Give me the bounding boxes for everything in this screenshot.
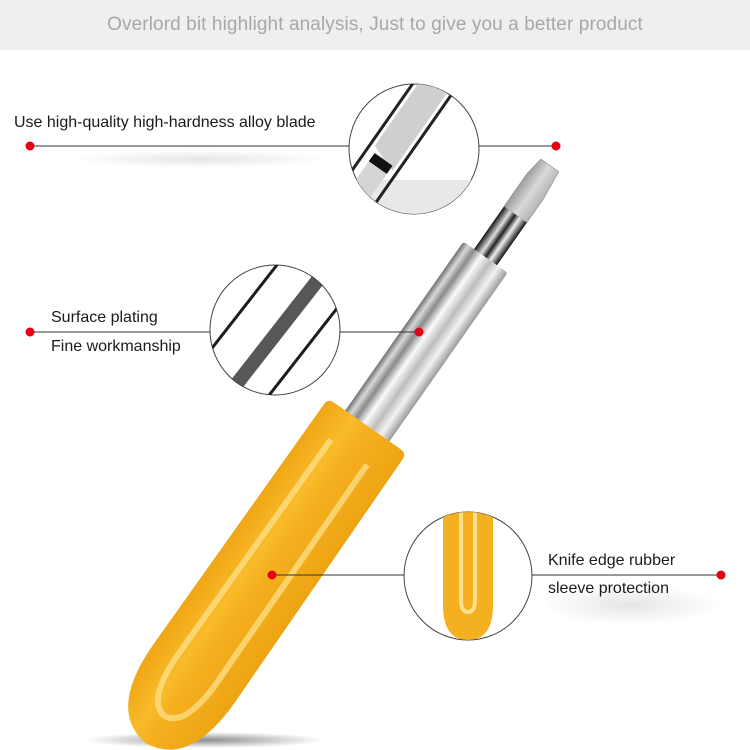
- callout-label-sleeve-line1: Knife edge rubber: [548, 552, 676, 569]
- handle-highlight: [154, 437, 370, 722]
- callout-blade: [25, 83, 561, 215]
- steel-shaft: [332, 242, 507, 460]
- blade-holder: [128, 158, 560, 750]
- callout-dot-target: [267, 570, 277, 580]
- callout-sleeve: [267, 511, 726, 641]
- blade-neck: [472, 206, 527, 268]
- header-title: Overlord bit highlight analysis, Just to…: [107, 14, 643, 35]
- rubber-sleeve-closeup: [443, 512, 493, 640]
- rubber-sleeve-handle: [128, 400, 405, 750]
- callout-label-sleeve-line2: sleeve protection: [548, 580, 669, 597]
- label-shadow: [70, 150, 330, 168]
- callout-plating: [25, 264, 424, 396]
- callout-label-plating-line2: Fine workmanship: [51, 338, 181, 355]
- callout-dot-target: [414, 327, 424, 337]
- callout-dot-right: [716, 570, 726, 580]
- callout-label-plating-line1: Surface plating: [51, 309, 158, 326]
- plated-shaft-closeup: [210, 265, 340, 395]
- callout-dot-target: [551, 141, 561, 151]
- callout-dot-left: [25, 327, 35, 337]
- callout-dot-left: [25, 141, 35, 151]
- header-banner: Overlord bit highlight analysis, Just to…: [0, 0, 750, 50]
- label-shadow: [540, 585, 720, 625]
- callout-label-blade: Use high-quality high-hardness alloy bla…: [14, 114, 316, 131]
